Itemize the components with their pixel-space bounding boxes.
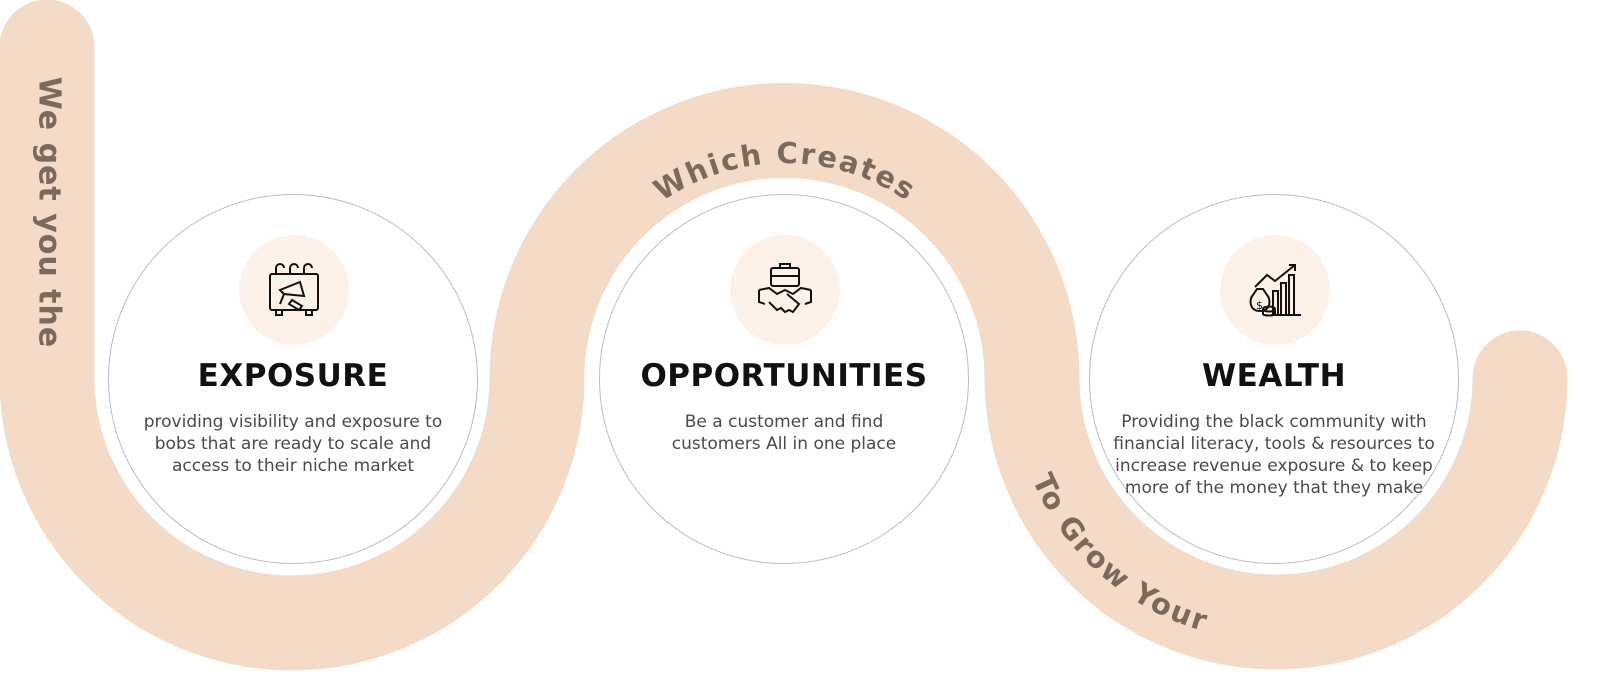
wealth-card: $ WEALTH Providing the black community w…	[1089, 194, 1459, 564]
card-title: EXPOSURE	[197, 358, 389, 394]
card-title: WEALTH	[1201, 358, 1347, 394]
card-description: providing visibility and exposure to bob…	[143, 412, 443, 476]
band-label-left: We get you the	[31, 76, 67, 349]
card-description: Be a customer and find customers All in …	[671, 412, 897, 454]
handshake-briefcase-icon	[730, 235, 840, 345]
svg-text:$: $	[1256, 299, 1263, 312]
opportunities-card: OPPORTUNITIES Be a customer and find cus…	[599, 194, 969, 564]
exposure-card: EXPOSURE providing visibility and exposu…	[108, 194, 478, 564]
billboard-megaphone-icon	[239, 235, 349, 345]
card-description: Providing the black community with finan…	[1113, 412, 1435, 498]
money-growth-chart-icon: $	[1220, 235, 1330, 345]
band-path	[0, 0, 1568, 671]
card-title: OPPORTUNITIES	[640, 358, 928, 394]
